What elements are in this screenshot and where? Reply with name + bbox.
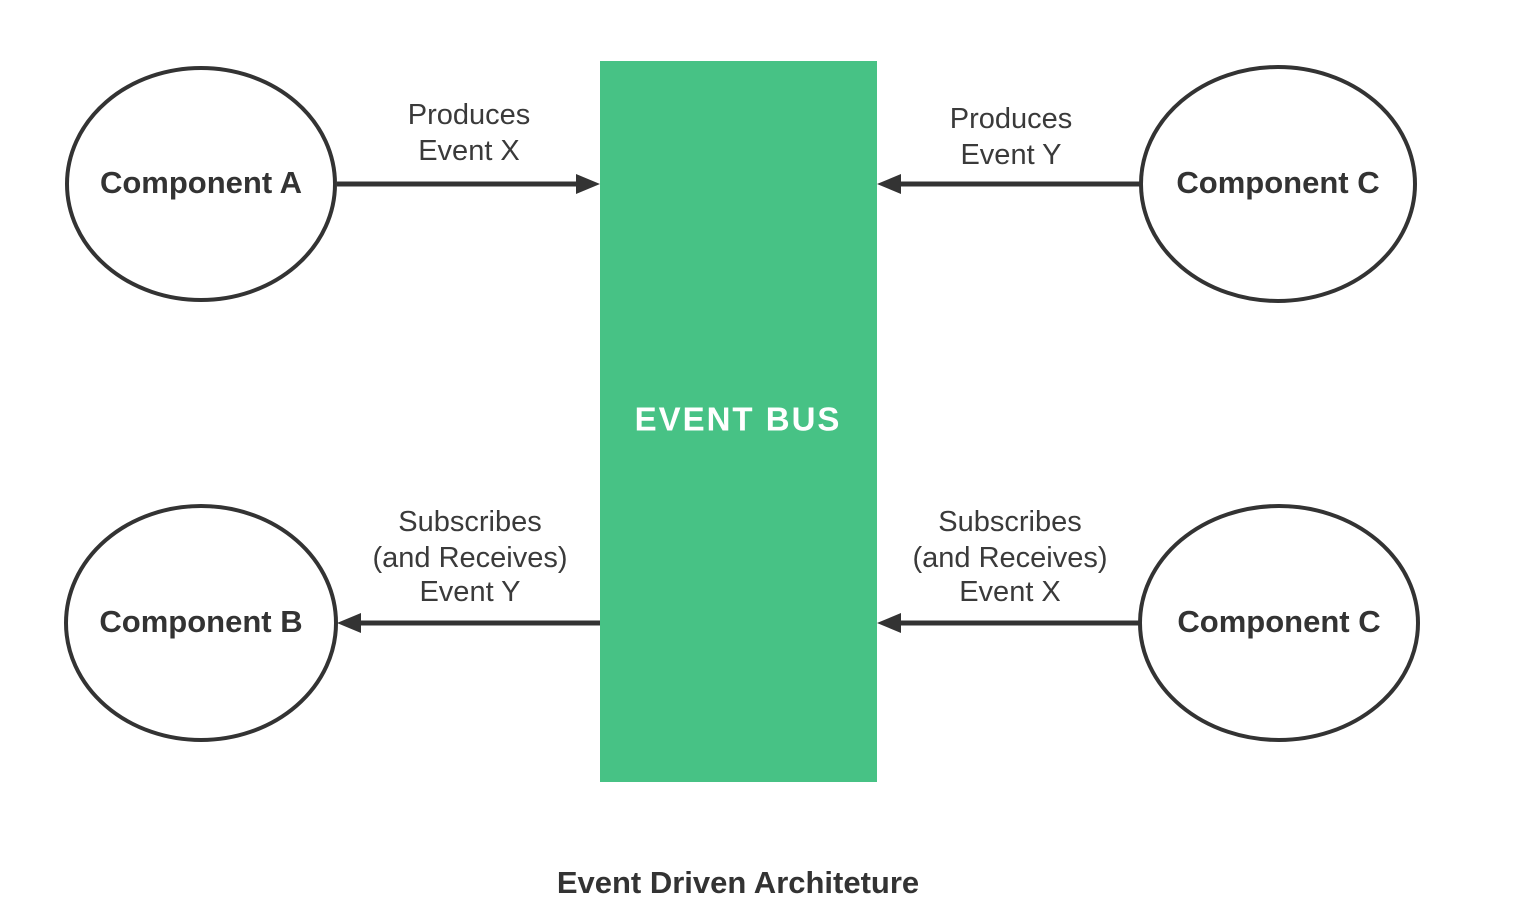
edge-bus-to-b-label-line2: (and Receives)	[372, 542, 567, 574]
event-bus-bar	[600, 61, 877, 782]
edge-bus-to-b-arrowhead	[337, 613, 361, 633]
edge-a-to-bus-arrowhead	[576, 174, 600, 194]
edge-a-to-bus-label-line2: Event X	[418, 135, 520, 167]
edge-bus-to-c-bottom-label-line1: Subscribes	[938, 506, 1081, 538]
figure-caption: Event Driven Architeture	[557, 865, 919, 900]
node-component-c-top-label: Component C	[1176, 165, 1379, 200]
edge-bus-to-c-bottom-arrowhead	[877, 613, 901, 633]
edge-a-to-bus-label-line1: Produces	[408, 99, 531, 131]
edge-c-top-to-bus-arrowhead	[877, 174, 901, 194]
node-component-b-label: Component B	[99, 604, 302, 639]
node-component-b[interactable]	[64, 504, 338, 742]
edge-c-top-to-bus-label-line1: Produces	[950, 103, 1073, 135]
edge-c-top-to-bus-label-line2: Event Y	[960, 139, 1061, 171]
edge-bus-to-c-bottom-label-line3: Event X	[959, 576, 1061, 608]
node-component-a[interactable]	[65, 66, 337, 302]
node-component-a-label: Component A	[100, 165, 302, 200]
edge-bus-to-c-bottom-label-line2: (and Receives)	[912, 542, 1107, 574]
edge-bus-to-b-label-line1: Subscribes	[398, 506, 541, 538]
event-bus-label: EVENT BUS	[635, 401, 842, 438]
edge-bus-to-b-label-line3: Event Y	[419, 576, 520, 608]
node-component-c-bottom-label: Component C	[1177, 604, 1380, 639]
